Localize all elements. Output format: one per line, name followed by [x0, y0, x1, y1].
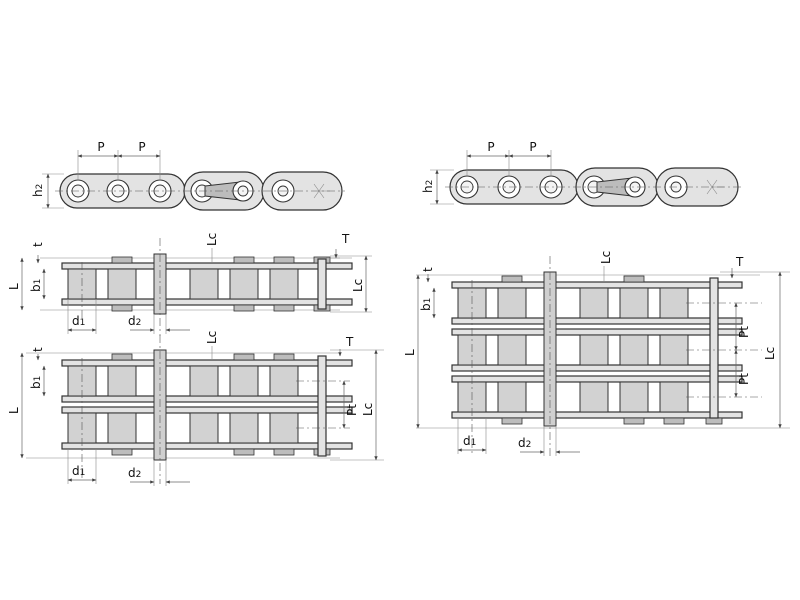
- pitch-dimension-right: P P: [466, 140, 552, 176]
- roller-diameter-label: d1: [72, 464, 85, 478]
- dimension-L-simplex: L: [7, 257, 24, 311]
- dimension-t-simplex: t: [31, 242, 45, 264]
- connecting-length-label: Lc: [361, 403, 375, 416]
- dimension-L-duplex: L: [7, 352, 24, 459]
- plate-height-dimension-left: h2: [31, 173, 64, 209]
- dimension-t-duplex: t: [31, 347, 45, 361]
- dimension-d1-duplex: d1: [67, 449, 97, 484]
- dimension-Lc-simplex: Lc Lc: [205, 233, 372, 313]
- roller-diameter-label: d1: [72, 314, 85, 328]
- transverse-pitch-label: Pt: [345, 404, 359, 416]
- dimension-Lc-duplex: Lc Lc: [205, 331, 384, 461]
- thickness-inner-label: t: [31, 242, 45, 247]
- side-view-left: P P h2: [31, 140, 345, 211]
- dimension-b1-duplex: b1: [29, 365, 46, 397]
- thickness-inner-label: t: [421, 267, 435, 272]
- dimension-b1-simplex: b1: [29, 268, 46, 300]
- pitch-dimension-left: P P: [77, 140, 161, 180]
- overall-length-label: L: [403, 349, 417, 356]
- plate-height-label: h2: [421, 180, 435, 193]
- pin-diameter-label: d2: [128, 466, 141, 480]
- dimension-L-triplex: L: [403, 274, 420, 429]
- roller-diameter-label: d1: [463, 434, 476, 448]
- plate-height-label: h2: [31, 184, 45, 197]
- dimension-d2-simplex: d2: [128, 314, 190, 334]
- inner-width-label: b1: [29, 376, 43, 389]
- connecting-length-label: Lc: [599, 251, 613, 264]
- thickness-inner-label: t: [31, 347, 45, 352]
- dimension-T-triplex: T: [730, 255, 744, 279]
- connecting-length-label: Lc: [205, 331, 219, 344]
- overall-length-label: L: [7, 407, 21, 414]
- pin-diameter-label: d2: [128, 314, 141, 328]
- connecting-length-label: Lc: [763, 347, 777, 360]
- transverse-pitch-label: Pt: [737, 326, 751, 338]
- duplex-chain-top-view: t L b1 Pt Lc Lc T: [7, 331, 384, 486]
- connecting-length-label: Lc: [351, 279, 365, 292]
- pitch-label: P: [487, 140, 494, 154]
- dimension-b1-triplex: b1: [419, 287, 436, 319]
- dimension-T-simplex: T: [326, 232, 352, 259]
- pin-diameter-label: d2: [518, 436, 531, 450]
- thickness-outer-label: T: [341, 232, 350, 246]
- thickness-outer-label: T: [345, 335, 354, 349]
- pitch-label: P: [97, 140, 104, 154]
- thickness-outer-label: T: [735, 255, 744, 269]
- dimension-d1-triplex: d1: [457, 418, 487, 454]
- dimension-t-triplex: t: [421, 267, 435, 283]
- dimension-Pt-triplex: Pt Pt: [734, 302, 751, 398]
- pitch-label: P: [529, 140, 536, 154]
- plate-height-dimension-right: h2: [421, 169, 454, 205]
- dimension-d2-duplex: d2: [128, 460, 190, 486]
- triplex-chain-top-view: t L b1 Pt Pt Lc Lc T: [403, 251, 790, 456]
- inner-width-label: b1: [419, 298, 433, 311]
- dimension-T-duplex: T: [338, 335, 354, 357]
- dimension-d1-simplex: d1: [67, 299, 97, 334]
- pitch-label: P: [138, 140, 145, 154]
- dimension-Lc-triplex: Lc Lc: [599, 251, 790, 429]
- overall-length-label: L: [7, 283, 21, 290]
- inner-width-label: b1: [29, 279, 43, 292]
- connecting-length-label: Lc: [205, 233, 219, 246]
- simplex-chain-top-view: t L b1 Lc Lc T d1: [7, 232, 372, 336]
- dimension-Pt-duplex: Pt: [342, 380, 359, 429]
- transverse-pitch-label: Pt: [737, 373, 751, 385]
- dimension-d2-triplex: d2: [518, 426, 580, 456]
- side-view-right: P P h2: [421, 140, 742, 207]
